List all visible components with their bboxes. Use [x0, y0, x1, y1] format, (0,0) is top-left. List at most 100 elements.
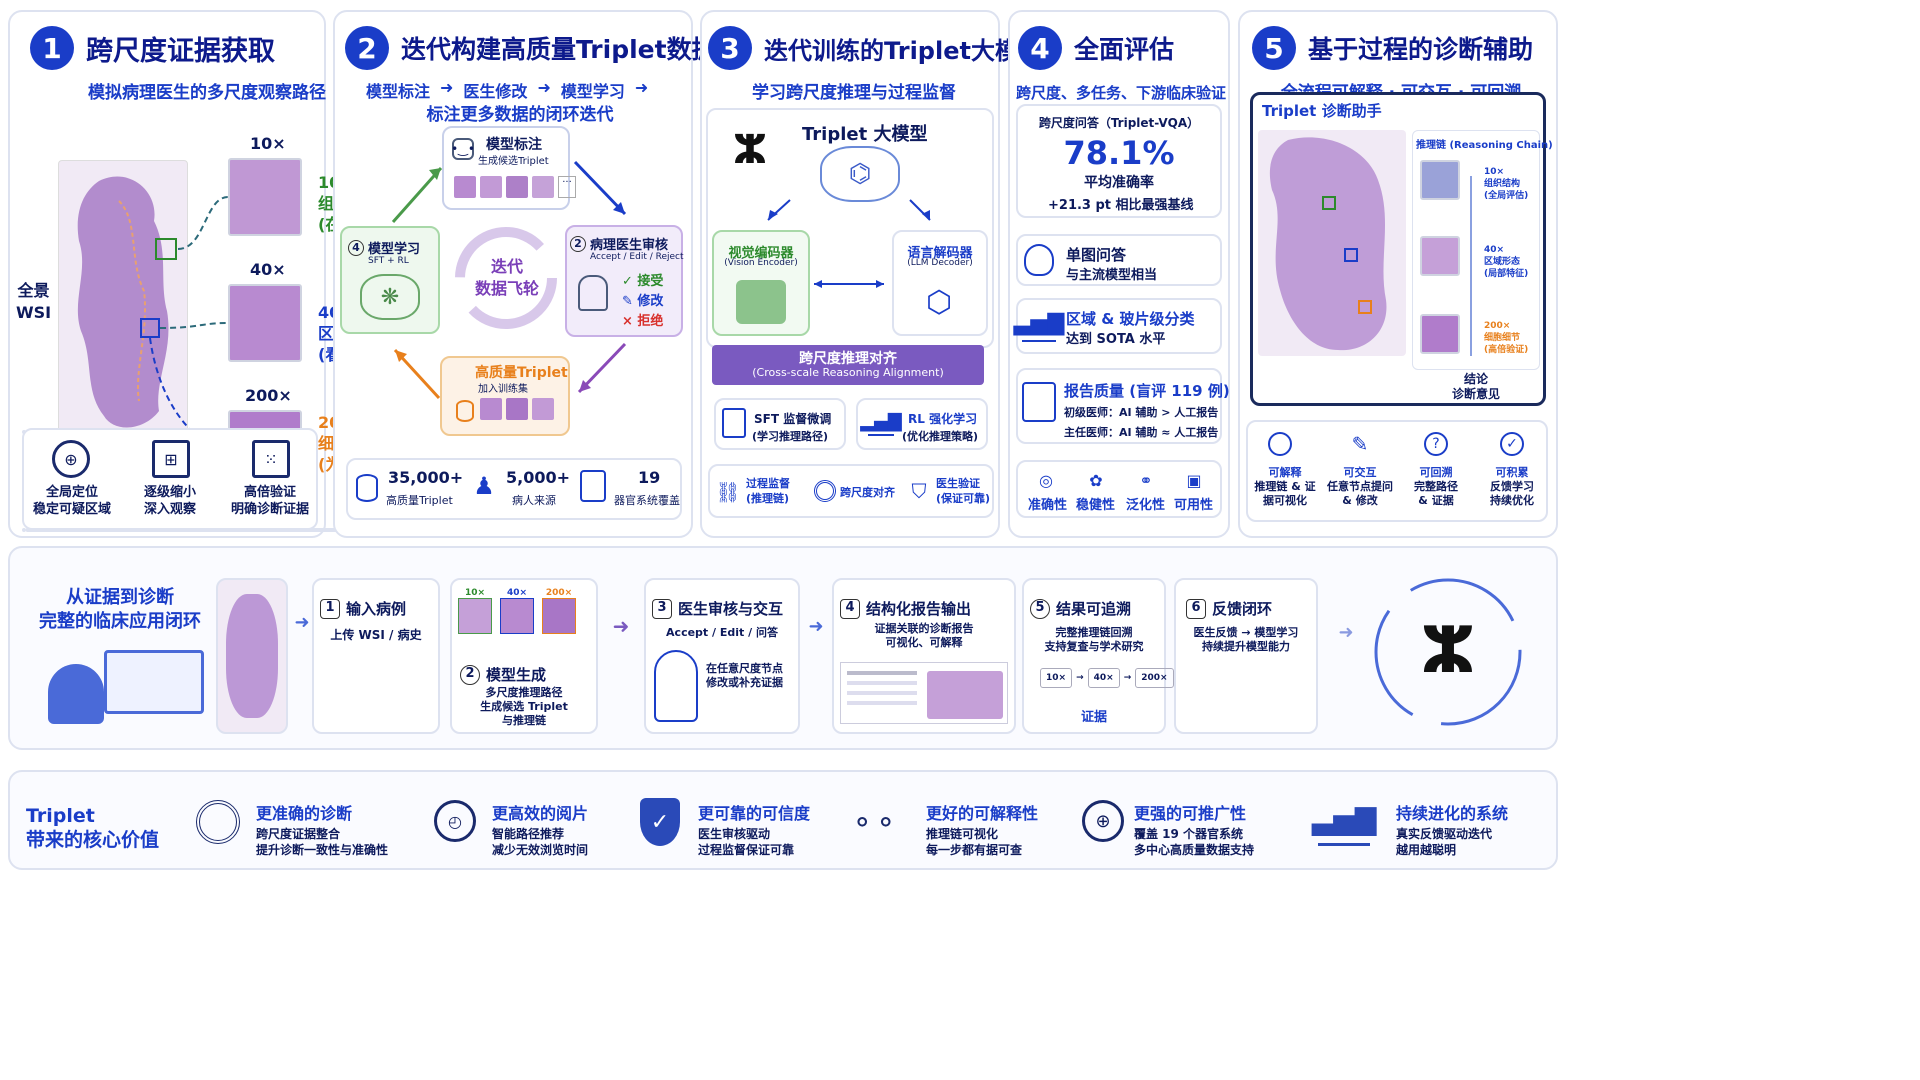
panel3-badges [708, 464, 994, 518]
chain-patch-200x[interactable] [1420, 314, 1460, 354]
usability-icon: ▣ [1186, 470, 1202, 490]
node2-title: 病理医生审核 [590, 238, 669, 253]
step2-sub3: 与推理链 [502, 714, 546, 727]
chain-patch-40x[interactable] [1420, 236, 1460, 276]
quality-attributes [1016, 460, 1222, 518]
person-icon: ♟ [473, 472, 495, 500]
feature2: 逐级缩小 深入观察 [122, 484, 218, 518]
feature1-a: 全局定位 [45, 485, 98, 500]
v1-c: 据可视化 [1263, 494, 1307, 507]
badge1-a: 过程监督 [746, 477, 790, 490]
assistant-roi-orange[interactable] [1358, 300, 1372, 314]
v-item6-s1: 真实反馈驱动迭代 [1396, 827, 1493, 841]
zoom-layout-icon: ⊞ [152, 440, 190, 478]
node1-thumbnails: ··· [454, 176, 576, 198]
v2-a: 可交互 [1343, 466, 1377, 479]
panel5-title: 5 基于过程的诊断辅助 [1252, 26, 1533, 70]
node1-sub: 生成候选Triplet [478, 156, 549, 167]
step5-evidence: 证据 [1080, 710, 1107, 725]
patch-40x[interactable] [228, 284, 302, 362]
generalization-icon: ⚭ [1139, 470, 1153, 490]
database-icon [456, 400, 474, 422]
step6-sub2: 持续提升模型能力 [1202, 640, 1290, 653]
node2-sub: Accept / Edit / Reject [590, 252, 684, 262]
m3-title: 报告质量 (盲评 119 例) [1064, 382, 1230, 400]
step2-mag2: 40× [506, 588, 528, 598]
step2-title: 模型生成 [486, 666, 547, 684]
loop-title-2: 完整的临床应用闭环 [39, 611, 201, 632]
node4-sub: SFT + RL [368, 256, 409, 266]
loop-step-input [312, 578, 440, 734]
v-item6-title: 持续进化的系统 [1396, 804, 1509, 823]
q3: 泛化性 [1126, 498, 1166, 513]
doctor-avatar-icon [654, 650, 698, 722]
vqa-gain-value: +21.3 pt [1048, 198, 1112, 213]
pencil-icon: ✎ [1351, 432, 1369, 456]
v3-c: & 证据 [1418, 494, 1454, 507]
flywheel-cycle-arrows [455, 227, 557, 329]
robustness-icon: ✿ [1089, 470, 1103, 490]
shield-check-icon: ⛉ [911, 479, 927, 503]
flow-step-1: 模型标注 [366, 82, 431, 101]
stat3-label: 器官系统覆盖 [614, 494, 680, 507]
panel4-number: 4 [1018, 26, 1062, 70]
v3-b: 完整路径 [1414, 480, 1458, 493]
v-item4-sub: 推理链可视化 每一步都有据可查 [926, 826, 1022, 858]
panel2-number: 2 [345, 26, 389, 70]
v-item2-s2: 减少无效浏览时间 [492, 843, 589, 857]
check-circle-icon: ✓ [1500, 432, 1524, 456]
step4-title: 结构化报告输出 [866, 600, 972, 618]
v-item3-s2: 过程监督保证可靠 [698, 843, 795, 857]
loop-title-1: 从证据到诊断 [66, 587, 174, 608]
node2-edit: ✎ 修改 [622, 294, 664, 309]
chain-patch-10x[interactable] [1420, 160, 1460, 200]
flow-step-3: 模型学习 [560, 82, 625, 101]
center-line2: 数据飞轮 [474, 279, 539, 298]
stat1-value: 35,000+ [388, 468, 464, 487]
node1-title: 模型标注 [486, 137, 542, 153]
rl-title: RL 强化学习 [908, 412, 978, 426]
step3-sub: Accept / Edit / 问答 [666, 626, 778, 639]
globe-icon: ⊕ [1082, 800, 1124, 842]
center-line1: 迭代 [490, 257, 523, 276]
flywheel-arrows [391, 160, 627, 400]
step5-sub: 完整推理链回溯 支持复查与学术研究 [1022, 626, 1166, 654]
node2-accept-label: 接受 [637, 274, 664, 289]
assistant-roi-blue[interactable] [1344, 248, 1358, 262]
database-stack-icon [356, 474, 378, 502]
flow-arrow-2: ➜ [537, 78, 551, 97]
v2-b: 任意节点提问 [1327, 480, 1393, 493]
clock-icon: ◴ [434, 800, 476, 842]
wsi-thumbnail [58, 160, 188, 440]
vision-encoder-block[interactable] [712, 230, 810, 336]
conclusion: 结论 诊断意见 [1412, 372, 1540, 402]
v-item5-s2: 多中心高质量数据支持 [1134, 843, 1255, 857]
dots-grid-icon: ⁙ [252, 440, 290, 478]
target-icon [814, 480, 836, 502]
organ-icon [580, 470, 606, 502]
patch-10x[interactable] [228, 158, 302, 236]
assistant-roi-green[interactable] [1322, 196, 1336, 210]
decoder-sub: (LLM Decoder) [907, 258, 973, 268]
panel2-stats [346, 458, 682, 520]
chain-step2-c: (局部特征) [1484, 269, 1529, 279]
llm-decoder-block[interactable] [892, 230, 988, 336]
feature1: 全局定位 稳定可疑区域 [24, 484, 120, 518]
panel2-subtitle: 标注更多数据的闭环迭代 [426, 105, 614, 125]
flywheel-node-learn[interactable] [340, 226, 440, 334]
v1-a: 可解释 [1268, 466, 1302, 479]
step5-header: 5 结果可追溯 [1030, 598, 1131, 619]
panel2-flow: 模型标注 ➜ 医生修改 ➜ 模型学习 ➜ [366, 78, 648, 102]
step1-header: 1 输入病例 [320, 598, 406, 619]
wsi-roi-green[interactable] [155, 238, 177, 260]
brain-network-icon: ⌬ [820, 146, 900, 202]
step6-sub1: 医生反馈 → 模型学习 [1193, 626, 1299, 639]
step4-sub: 证据关联的诊断报告 可视化、可解释 [832, 622, 1016, 650]
m2-title: 区域 & 玻片级分类 [1066, 310, 1195, 328]
flywheel-node-quality[interactable] [440, 356, 570, 436]
bar-chart-icon: ▂▄▇ [860, 408, 902, 436]
node2-reject: × 拒绝 [622, 314, 664, 329]
accuracy-icon: ◎ [1039, 470, 1053, 490]
vqa-label: 平均准确率 [1084, 175, 1154, 191]
wsi-roi-blue[interactable] [140, 318, 160, 338]
